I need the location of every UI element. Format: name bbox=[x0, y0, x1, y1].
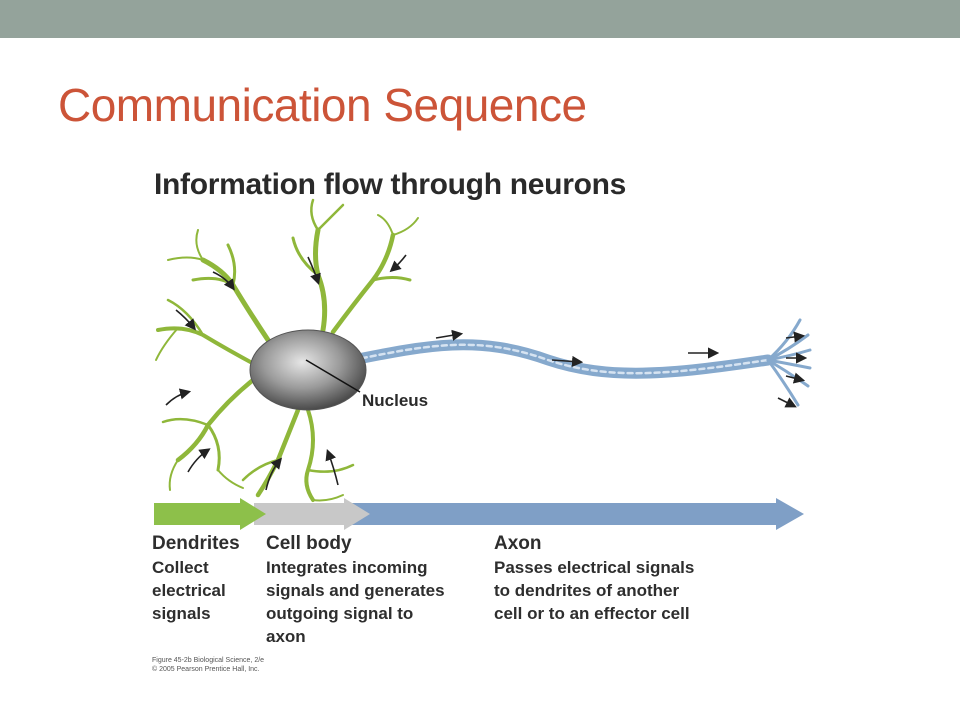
cell-body-description: Integrates incoming signals and generate… bbox=[266, 558, 445, 646]
dendrites-heading: Dendrites bbox=[152, 533, 240, 554]
cell-body bbox=[249, 329, 367, 411]
axon-flow-arrow bbox=[348, 498, 804, 530]
cell-body-label: Cell body Integrates incoming signals an… bbox=[266, 532, 445, 648]
axon-heading: Axon bbox=[494, 533, 542, 554]
top-accent-bar bbox=[0, 0, 960, 38]
figure-credit: Figure 45-2b Biological Science, 2/e © 2… bbox=[152, 657, 265, 673]
dendrites-description: Collect electrical signals bbox=[152, 558, 226, 623]
cell-body-flow-arrow bbox=[254, 498, 370, 530]
axon-fiber bbox=[347, 318, 812, 407]
figure-title: Information flow through neurons bbox=[154, 168, 627, 201]
dendrites-flow-arrow bbox=[154, 498, 266, 530]
axon-description: Passes electrical signals to dendrites o… bbox=[494, 558, 695, 623]
cell-body-heading: Cell body bbox=[266, 533, 352, 554]
dendrites-label: Dendrites Collect electrical signals bbox=[152, 532, 240, 625]
nucleus-label: Nucleus bbox=[362, 391, 428, 410]
signal-flow-arrows bbox=[165, 254, 808, 491]
nucleus-pointer-line bbox=[305, 359, 361, 393]
neuron-diagram: Nucleus bbox=[154, 198, 812, 530]
slide-title: Communication Sequence bbox=[58, 79, 587, 131]
neuron-figure: Information flow through neurons bbox=[148, 160, 820, 690]
axon-label: Axon Passes electrical signals to dendri… bbox=[494, 532, 694, 625]
